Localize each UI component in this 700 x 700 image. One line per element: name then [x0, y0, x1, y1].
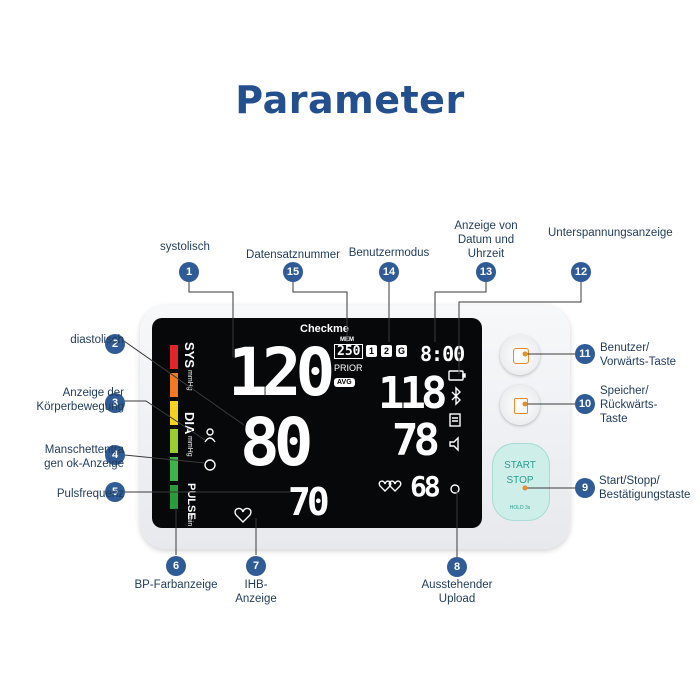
- label-diastolic: diastolisch: [70, 334, 124, 346]
- label-systolic: systolisch: [160, 241, 210, 253]
- memory-systolic: 118: [378, 368, 448, 419]
- user-icon-1: 1: [366, 345, 377, 357]
- label-start-stop-line-2: Bestätigungstaste: [599, 489, 691, 501]
- label-ihb: IHB- Anzeige: [226, 578, 286, 606]
- user-icon-2: 2: [381, 345, 392, 357]
- label-upload-line-2: Upload: [438, 593, 476, 605]
- callout-number-7: 7: [246, 556, 266, 576]
- avg-label: AVG: [334, 378, 355, 387]
- memory-icon: [514, 398, 528, 414]
- bp-color-segment: [170, 485, 178, 509]
- label-memory-back-line-3: Taste: [600, 413, 628, 425]
- label-body-motion-line-2: Körperbewegung: [36, 401, 124, 413]
- label-upload-line-1: Ausstehender: [421, 579, 493, 591]
- label-cuff-ok: Manschettentra gen ok-Anzeige: [4, 443, 124, 471]
- bp-color-segment: [170, 373, 178, 397]
- label-upload: Ausstehender Upload: [407, 578, 507, 606]
- leader-line-1: [188, 280, 234, 357]
- label-memory-back: Speicher/ Rückwärts- Taste: [600, 384, 658, 426]
- callout-number-11: 11: [575, 344, 595, 364]
- label-cuff-ok-line-2: gen ok-Anzeige: [44, 458, 124, 470]
- diastolic-value: 80: [240, 404, 314, 481]
- brand-logo: Checkme: [300, 323, 349, 335]
- callout-number-6: 6: [166, 556, 186, 576]
- label-date-time: Anzeige von Datum und Uhrzeit: [436, 219, 536, 261]
- label-start-stop-line-1: Start/Stopp/: [599, 475, 660, 487]
- bp-color-segment: [170, 401, 178, 425]
- leader-line-15: [292, 280, 348, 342]
- label-date-time-line-3: Uhrzeit: [467, 248, 505, 260]
- label-memory-back-line-1: Speicher/: [600, 385, 649, 397]
- stop-label: STOP: [506, 475, 534, 486]
- label-user-forward-line-1: Benutzer/: [600, 342, 650, 354]
- callout-number-2: 2: [105, 334, 125, 354]
- callout-number-8: 8: [447, 557, 467, 577]
- marker-11: [522, 351, 528, 357]
- callout-number-3: 3: [105, 393, 125, 413]
- bp-color-segment: [170, 429, 178, 453]
- user-forward-button[interactable]: [500, 335, 540, 375]
- label-pulse: Pulsfrequenz: [56, 488, 124, 500]
- leader-line-4: [123, 454, 206, 464]
- label-date-time-line-2: Datum und: [457, 234, 515, 246]
- label-start-stop: Start/Stopp/ Bestätigungstaste: [599, 474, 690, 502]
- label-record-number: Datensatznummer: [246, 249, 340, 261]
- label-ihb-line-1: IHB-: [244, 579, 268, 591]
- bp-color-segment: [170, 345, 178, 369]
- label-low-voltage: Unterspannungsanzeige: [548, 227, 673, 239]
- label-date-time-line-1: Anzeige von: [454, 220, 518, 232]
- time-display: 8:00: [420, 342, 465, 366]
- callout-number-15: 15: [283, 262, 303, 282]
- label-user-forward: Benutzer/ Vorwärts-Taste: [600, 341, 676, 369]
- hold-label: HOLD 3s: [509, 505, 531, 511]
- leader-line-2: [123, 340, 245, 426]
- record-number: 250: [334, 344, 364, 359]
- callout-number-4: 4: [105, 445, 125, 465]
- prior-label: PRIOR: [334, 363, 363, 373]
- memory-back-button[interactable]: [500, 385, 540, 425]
- callout-number-13: 13: [476, 262, 496, 282]
- bp-color-segment: [170, 457, 178, 481]
- callout-number-12: 12: [571, 262, 591, 282]
- marker-10: [522, 401, 528, 407]
- label-body-motion-line-1: Anzeige der: [62, 387, 124, 399]
- callout-number-14: 14: [379, 262, 399, 282]
- start-label: START: [504, 460, 536, 471]
- callout-number-10: 10: [575, 394, 595, 414]
- memory-diastolic: 78: [392, 415, 440, 466]
- systolic-value: 120: [228, 334, 335, 411]
- label-cuff-ok-line-1: Manschettentra: [44, 444, 124, 456]
- label-user-forward-line-2: Vorwärts-Taste: [600, 356, 677, 368]
- callout-number-9: 9: [575, 478, 595, 498]
- pulse-value: 70: [288, 480, 330, 524]
- marker-9: [522, 485, 528, 491]
- user-icon-g: G: [396, 345, 407, 357]
- user-icon: [513, 348, 529, 364]
- label-bp-color: BP-Farbanzeige: [134, 579, 218, 591]
- leader-line-3: [124, 400, 206, 441]
- start-stop-button[interactable]: [492, 443, 550, 521]
- callout-number-5: 5: [105, 482, 125, 502]
- lcd-screen: [152, 318, 482, 528]
- leader-line-12: [458, 280, 582, 374]
- label-user-mode: Benutzermodus: [348, 247, 430, 259]
- page-title: Parameter: [235, 78, 465, 122]
- label-body-motion: Anzeige der Körperbewegung: [10, 386, 124, 414]
- label-memory-back-line-2: Rückwärts-: [600, 399, 658, 411]
- callout-number-1: 1: [179, 262, 199, 282]
- memory-pulse: 68: [410, 470, 441, 503]
- label-ihb-line-2: Anzeige: [235, 593, 277, 605]
- leader-line-13: [434, 280, 487, 342]
